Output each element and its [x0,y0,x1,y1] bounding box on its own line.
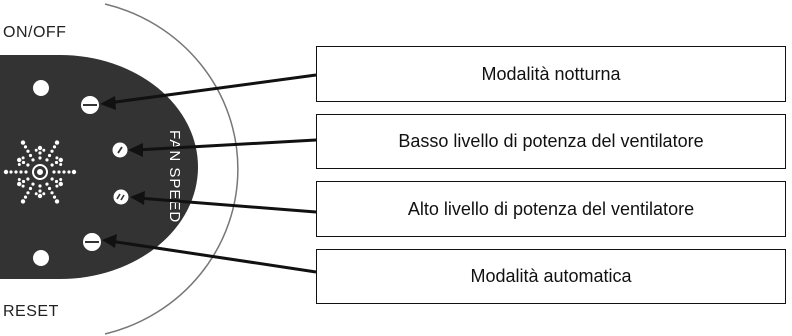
arrow-auto-mode [109,239,317,274]
fan-speed-label: FAN SPEED [166,130,183,223]
callout-auto-mode-text: Modalità automatica [470,266,632,286]
reset-label: RESET [3,303,59,320]
panel-face [0,55,198,279]
callout-arrows [100,73,317,274]
arrowhead-night-mode [100,96,116,110]
callout-fan-high-text: Alto livello di potenza del ventilatore [407,198,695,219]
snowflake-icon [3,140,77,204]
on-off-label: ON/OFF [3,24,67,41]
arrow-fan-low [135,138,317,152]
callout-fan-low: Basso livello di potenza del ventilatore [316,114,786,169]
auto-mode-button[interactable] [83,233,101,251]
fan-low-button[interactable] [112,142,128,158]
night-mode-button[interactable] [81,96,99,114]
left-button-top[interactable] [33,80,49,96]
arrowhead-fan-low [128,143,143,157]
callout-night-mode-text: Modalità notturna [481,63,621,84]
arrow-fan-high [137,196,317,214]
panel-outer-rim [104,3,239,335]
callout-fan-low-text: Basso livello di potenza del ventilatore [398,131,704,151]
callout-auto-mode: Modalità automatica [316,249,786,304]
arrowhead-fan-high [130,191,145,205]
callout-fan-high: Alto livello di potenza del ventilatore [316,181,786,237]
arrow-night-mode [107,73,317,105]
arrowhead-auto-mode [102,234,117,248]
fan-high-button[interactable] [113,189,129,205]
callout-night-mode: Modalità notturna [316,46,786,102]
left-button-bottom[interactable] [33,250,49,266]
